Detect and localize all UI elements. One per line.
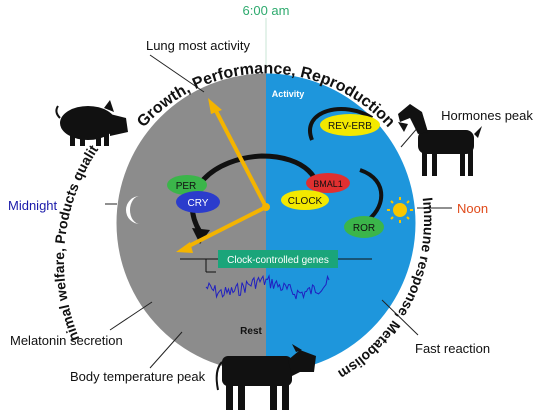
genes-box-label: Clock-controlled genes xyxy=(227,255,329,266)
melatonin-label: Melatonin secretion xyxy=(10,333,123,348)
clock-oval xyxy=(281,190,329,210)
cry-label: CRY xyxy=(188,198,209,209)
fast-reaction-label: Fast reaction xyxy=(415,341,490,356)
bmal1-label: BMAL1 xyxy=(313,179,343,189)
sun-icon xyxy=(387,197,413,223)
rev-erb-oval xyxy=(320,114,380,136)
pig-icon xyxy=(55,100,128,146)
bmal1-oval xyxy=(306,173,350,193)
body-temp-pointer xyxy=(149,331,183,369)
expression-wave xyxy=(205,274,330,300)
cow-icon xyxy=(215,344,316,410)
moon-icon xyxy=(125,195,140,224)
lung-pointer xyxy=(149,54,205,93)
night-half xyxy=(116,73,266,373)
rest-label: Rest xyxy=(240,326,262,337)
body-temp-label: Body temperature peak xyxy=(70,369,206,384)
cry-oval xyxy=(176,191,220,213)
lung-label: Lung most activity xyxy=(146,38,251,53)
clock-hand-short-tip xyxy=(208,98,222,114)
genes-box xyxy=(218,250,338,268)
clock-hand-short xyxy=(212,106,268,208)
per-label: PER xyxy=(176,181,197,192)
clock-hand-long-tip xyxy=(176,242,193,253)
morning-time-label: 6:00 am xyxy=(243,3,290,18)
midnight-label: Midnight xyxy=(8,198,58,213)
feedback-arrowhead xyxy=(192,228,210,244)
hormones-label: Hormones peak xyxy=(441,108,533,123)
goat-icon xyxy=(398,104,482,176)
activity-label: Activity xyxy=(272,89,305,99)
melatonin-pointer xyxy=(109,301,153,331)
per-oval xyxy=(167,175,207,195)
ror-oval xyxy=(344,216,384,238)
ror-label: ROR xyxy=(353,223,375,234)
rev-erb-loop-arrow xyxy=(308,107,374,141)
clock-label: CLOCK xyxy=(288,196,323,207)
clock-center xyxy=(262,203,270,211)
noon-label: Noon xyxy=(457,201,488,216)
fast-reaction-pointer xyxy=(381,299,419,336)
clock-hand-long xyxy=(184,205,267,250)
rev-erb-label: REV-ERB xyxy=(328,121,372,132)
arc-text-left: Animal welfare, Products quality xyxy=(0,0,101,344)
